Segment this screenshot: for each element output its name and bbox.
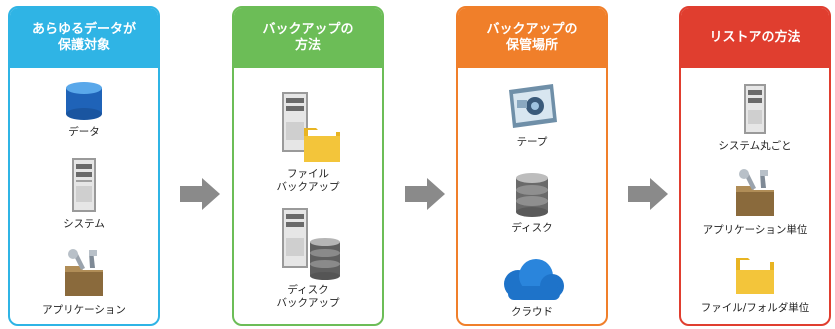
cloud-icon xyxy=(504,259,564,300)
arrow-right-icon xyxy=(405,178,445,210)
item-label: データ xyxy=(68,126,100,138)
disk-stack-icon xyxy=(516,173,548,217)
item-label: システム丸ごと xyxy=(718,140,792,152)
item-application: アプリケーション xyxy=(10,248,158,317)
server-folder-icon xyxy=(282,92,340,162)
item-label: ファイル バックアップ xyxy=(276,168,340,193)
tools-folder-icon xyxy=(736,169,774,216)
backup-methods-card: バックアップの 方法 ファイル バックアップ xyxy=(232,6,384,326)
card-title: リストアの方法 xyxy=(681,8,829,68)
item-label: ディスク バックアップ xyxy=(276,284,340,309)
card-title: バックアップの 保管場所 xyxy=(458,8,606,68)
restore-methods-card: リストアの方法 システム丸ごと アプリケーション単位 xyxy=(679,6,831,326)
item-application-level: アプリケーション単位 xyxy=(681,168,829,237)
item-file-backup: ファイル バックアップ xyxy=(234,90,382,194)
item-label: ファイル/フォルダ単位 xyxy=(700,302,810,314)
database-icon xyxy=(66,82,102,120)
item-label: アプリケーション単位 xyxy=(702,224,808,236)
protection-targets-card: あらゆるデータが 保護対象 データ システム xyxy=(8,6,160,326)
server-disk-icon xyxy=(282,208,340,280)
card-items: テープ ディスク クラウド xyxy=(458,68,606,324)
card-items: データ システム アプリケーション xyxy=(10,68,158,324)
item-cloud: クラウド xyxy=(458,258,606,319)
item-data: データ xyxy=(10,80,158,139)
item-label: システム xyxy=(63,218,105,230)
item-file-folder-level: ファイル/フォルダ単位 xyxy=(681,248,829,315)
item-label: クラウド xyxy=(511,306,553,318)
item-full-system: システム丸ごと xyxy=(681,82,829,153)
server-icon xyxy=(744,84,766,134)
tools-folder-icon xyxy=(65,249,103,296)
card-items: ファイル バックアップ ディスク バックアップ xyxy=(234,68,382,324)
card-title: バックアップの 方法 xyxy=(234,8,382,68)
card-title: あらゆるデータが 保護対象 xyxy=(10,8,158,68)
item-system: システム xyxy=(10,156,158,231)
tape-icon xyxy=(509,84,557,128)
arrow-right-icon xyxy=(628,178,668,210)
item-disk-backup: ディスク バックアップ xyxy=(234,206,382,310)
card-items: システム丸ごと アプリケーション単位 ファイル/フォルダ単位 xyxy=(681,68,829,324)
arrow-right-icon xyxy=(180,178,220,210)
item-tape: テープ xyxy=(458,82,606,149)
item-label: テープ xyxy=(516,136,548,148)
backup-storage-card: バックアップの 保管場所 テープ ディスク xyxy=(456,6,608,326)
item-label: アプリケーション xyxy=(42,304,126,316)
server-icon xyxy=(72,158,96,212)
item-disk: ディスク xyxy=(458,172,606,235)
folder-icon xyxy=(736,258,774,294)
item-label: ディスク xyxy=(511,222,553,234)
